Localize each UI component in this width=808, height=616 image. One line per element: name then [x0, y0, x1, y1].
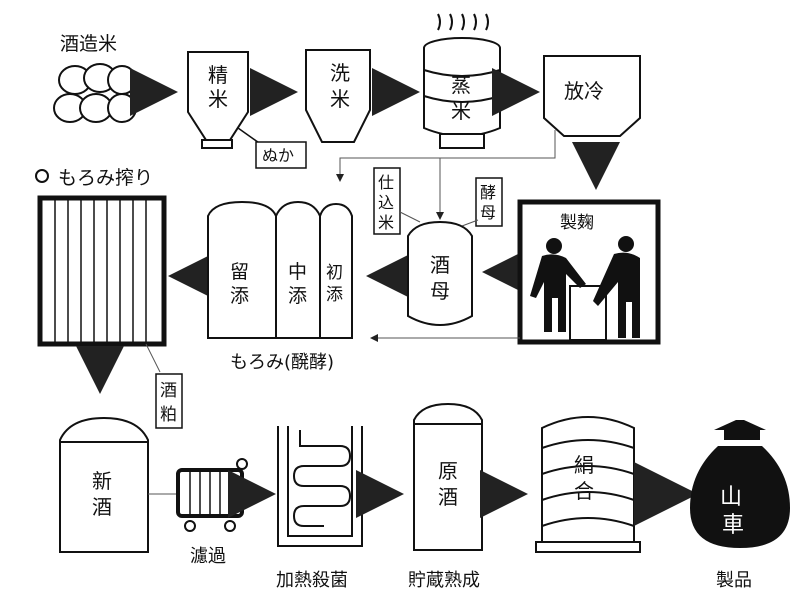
nuka-label: ぬか: [262, 146, 294, 165]
steamer: [423, 13, 501, 149]
shikomi-char-3: 米: [378, 213, 394, 232]
line-cool-to-moromi: [336, 130, 556, 182]
shubo-char-1: 酒: [430, 253, 450, 277]
yeast-tag: [475, 177, 503, 227]
shikomi-char-2: 込: [378, 193, 394, 212]
new-char-1: 新: [92, 469, 112, 493]
kasu-char-1: 酒: [160, 381, 177, 401]
kasu-char-2: 粕: [160, 405, 177, 425]
hatsu-char-1: 初: [326, 263, 343, 283]
blend-char-1: 絹: [574, 453, 594, 477]
blend-char-2: 合: [574, 479, 594, 503]
koji-label: 製麹: [560, 213, 594, 233]
hatsu-char-2: 添: [326, 285, 343, 305]
koji-room: [517, 199, 661, 345]
nuka-box: [255, 141, 307, 169]
press-label: もろみ搾り: [58, 167, 153, 189]
washing-tank: [305, 49, 371, 143]
tome-char-1: 留: [230, 261, 249, 283]
new-sake-tank: [59, 416, 149, 553]
kasu-tag: [155, 373, 183, 429]
sake-bottle-icon: [690, 420, 790, 548]
naka-char-1: 中: [288, 261, 307, 283]
yeast-char-1: 酵: [480, 183, 496, 202]
cool-label: 放冷: [564, 79, 604, 103]
rice-bags-icon: [53, 63, 137, 123]
yeast-char-2: 母: [480, 203, 496, 222]
steam-char-2: 米: [451, 99, 471, 123]
gen-char-1: 原: [438, 459, 458, 483]
naka-char-2: 添: [288, 285, 307, 307]
press-knob-icon: [35, 169, 49, 183]
blending-tank: [535, 416, 641, 553]
bottle-label-2: 車: [722, 513, 744, 538]
press-machine: [37, 195, 167, 347]
polish-char-2: 米: [208, 87, 228, 111]
bottle-label-1: 山: [720, 485, 742, 510]
genshu-tank: [413, 402, 483, 551]
gen-char-2: 酒: [438, 485, 458, 509]
line-press-to-kasu: [145, 343, 161, 373]
pasteur-label: 加熱殺菌: [276, 570, 348, 591]
pasteurizer: [277, 426, 363, 547]
tag-connectors: [399, 211, 479, 227]
product-label: 製品: [716, 570, 752, 591]
shubo-char-2: 母: [430, 279, 450, 303]
polishing-machine: [187, 51, 263, 149]
polish-char-1: 精: [208, 63, 228, 87]
store-label: 貯蔵熟成: [408, 570, 480, 591]
filter-label: 濾過: [190, 546, 226, 567]
wash-char-1: 洗: [330, 61, 350, 85]
moromi-label: もろみ(醗酵): [230, 352, 334, 373]
steam-char-1: 蒸: [451, 73, 471, 97]
wash-char-2: 米: [330, 87, 350, 111]
filter-machine: [176, 458, 248, 532]
shikomi-char-1: 仕: [378, 173, 394, 192]
new-char-2: 酒: [92, 495, 112, 519]
shikomi-tag: [373, 167, 401, 235]
shubo-tank: [407, 220, 473, 326]
tome-char-2: 添: [230, 285, 249, 307]
moromi-tanks: [207, 200, 353, 339]
cooling-machine: [543, 55, 641, 137]
sake-rice-label: 酒造米: [60, 33, 117, 55]
